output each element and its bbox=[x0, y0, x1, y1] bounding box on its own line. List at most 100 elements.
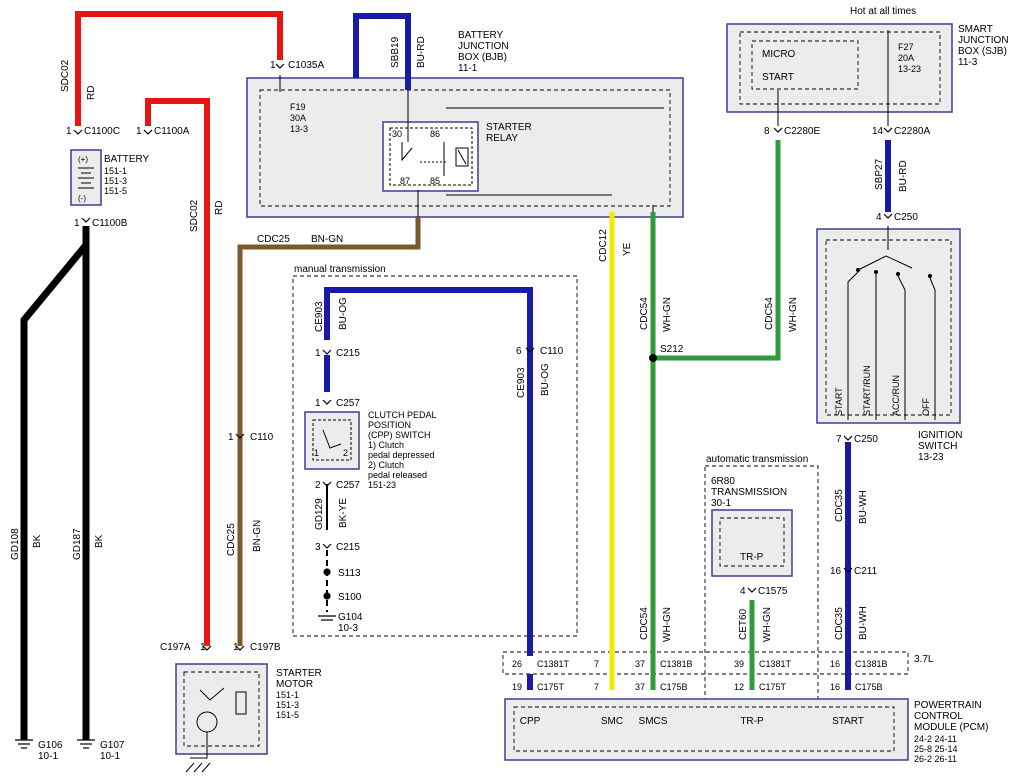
pcm-conn-4: C175B bbox=[855, 682, 883, 692]
variant-band bbox=[502, 651, 909, 675]
wire-label-cdc54-c: CDC54 bbox=[639, 607, 650, 640]
c257a-label: C257 bbox=[336, 398, 360, 409]
wire-label-cdc12: CDC12 bbox=[598, 229, 609, 262]
c1100a-label: C1100A bbox=[154, 126, 190, 137]
g106-label: G106 bbox=[38, 740, 63, 751]
c250a-label: C250 bbox=[894, 212, 918, 223]
wire-gd108 bbox=[20, 226, 90, 740]
cpp-switch bbox=[292, 275, 578, 637]
wire-label-bu-wh-b: BU-WH bbox=[858, 606, 869, 640]
wire-label-bu-og-mid: BU-OG bbox=[540, 363, 551, 396]
ground-symbols bbox=[15, 568, 336, 749]
g107-ref: 10-1 bbox=[100, 751, 120, 762]
wire-label-ce903-mid: CE903 bbox=[516, 367, 527, 398]
wire-label-ce903-top: CE903 bbox=[314, 301, 325, 332]
ignition-switch bbox=[816, 228, 961, 424]
relay-pin-30: 30 bbox=[392, 129, 402, 139]
cpp-pin2: 2 bbox=[343, 448, 348, 458]
inline-pin-1: 7 bbox=[594, 659, 599, 669]
wire-label-gd129: GD129 bbox=[314, 498, 325, 530]
c215a-label: C215 bbox=[336, 348, 360, 359]
wire-label-bk-b: BK bbox=[94, 534, 105, 548]
starter-relay bbox=[382, 121, 479, 192]
c110b-pin: 6 bbox=[516, 346, 522, 357]
c215a-pin: 1 bbox=[315, 348, 321, 359]
g106-ref: 10-1 bbox=[38, 751, 58, 762]
wire-label-wh-gn-b: WH-GN bbox=[788, 297, 799, 332]
pcm bbox=[504, 698, 909, 761]
wire-label-bu-rd-b: BU-RD bbox=[898, 160, 909, 192]
wire-cdc25 bbox=[237, 217, 421, 646]
c250b-label: C250 bbox=[854, 434, 878, 445]
wire-label-gd187: GD187 bbox=[72, 528, 83, 560]
battery-plus: (+) bbox=[78, 155, 88, 164]
wire-label-sdc02-mid: SDC02 bbox=[189, 199, 200, 232]
wire-label-wh-gn-c: WH-GN bbox=[662, 607, 673, 642]
c1575-pin: 4 bbox=[740, 586, 746, 597]
pcm-conn-2: C175B bbox=[660, 682, 688, 692]
wire-label-rd-top: RD bbox=[86, 86, 97, 100]
battery-label: BATTERY bbox=[104, 154, 150, 165]
wire-label-sbb19: SBB19 bbox=[390, 36, 401, 68]
pcm-pin-num-4: 16 bbox=[830, 682, 840, 692]
s113-label: S113 bbox=[338, 568, 361, 579]
wire-label-cet60: CET60 bbox=[738, 608, 749, 640]
inline-conn-2: C1381B bbox=[660, 659, 693, 669]
relay-pin-87: 87 bbox=[400, 176, 410, 186]
c250a-pin: 4 bbox=[876, 212, 882, 223]
s100-label: S100 bbox=[338, 592, 362, 603]
wire-label-cdc54-b: CDC54 bbox=[764, 297, 775, 330]
pcm-conn-3: C175T bbox=[759, 682, 787, 692]
wire-label-rd-mid: RD bbox=[214, 201, 225, 215]
s212-label: S212 bbox=[660, 344, 684, 355]
g107-label: G107 bbox=[100, 740, 125, 751]
pcm-pin-num-1: 7 bbox=[594, 682, 599, 692]
wire-label-bu-rd: BU-RD bbox=[416, 36, 427, 68]
wire-label-gd108: GD108 bbox=[10, 528, 21, 560]
ign-pos-start: START bbox=[834, 387, 844, 416]
inline-conn-4: C1381B bbox=[855, 659, 888, 669]
c110b-label: C110 bbox=[540, 346, 564, 357]
c2280e-pin: 8 bbox=[764, 126, 770, 137]
c1575-label: C1575 bbox=[758, 586, 788, 597]
wire-label-wh-gn-d: WH-GN bbox=[762, 607, 773, 642]
wire-sbb19 bbox=[353, 13, 411, 90]
c257a-pin: 1 bbox=[315, 398, 321, 409]
wire-sdc02-mid bbox=[145, 98, 210, 646]
s212-splice bbox=[649, 354, 657, 362]
wire-ce903 bbox=[324, 287, 533, 656]
wire-label-bu-og-top: BU-OG bbox=[338, 297, 349, 330]
wire-label-bk-a: BK bbox=[32, 534, 43, 548]
c2280a-label: C2280A bbox=[894, 126, 930, 137]
c215b-pin: 3 bbox=[315, 542, 321, 553]
c110a-label: C110 bbox=[250, 432, 274, 443]
pcm-pin-num-3: 12 bbox=[734, 682, 744, 692]
bjb-fuse-name: F19 bbox=[290, 102, 306, 112]
sjb-hot: Hot at all times bbox=[850, 6, 916, 17]
wire-label-wh-gn-a: WH-GN bbox=[662, 297, 673, 332]
pcm-pin-2: SMCS bbox=[639, 716, 668, 727]
sjb-start: START bbox=[762, 72, 794, 83]
c211-pin: 16 bbox=[830, 566, 842, 577]
pcm-pin-3: TR-P bbox=[740, 716, 764, 727]
bjb-fuse-amps: 30A bbox=[290, 113, 306, 123]
pcm-pin-4: START bbox=[832, 716, 864, 727]
pcm-conn-0: C175T bbox=[537, 682, 565, 692]
inline-conn-0: C1381T bbox=[537, 659, 570, 669]
wire-label-cdc35-a: CDC35 bbox=[834, 489, 845, 522]
sjb-micro: MICRO bbox=[762, 49, 796, 60]
wire-label-bu-wh-a: BU-WH bbox=[858, 490, 869, 524]
ign-pos-acc-run: ACC/RUN bbox=[891, 375, 901, 416]
connector-marks bbox=[73, 63, 893, 651]
g104-label: G104 bbox=[338, 612, 363, 623]
c1035a-label: C1035A bbox=[288, 60, 324, 71]
sjb-fuse-ref: 13-23 bbox=[898, 64, 921, 74]
